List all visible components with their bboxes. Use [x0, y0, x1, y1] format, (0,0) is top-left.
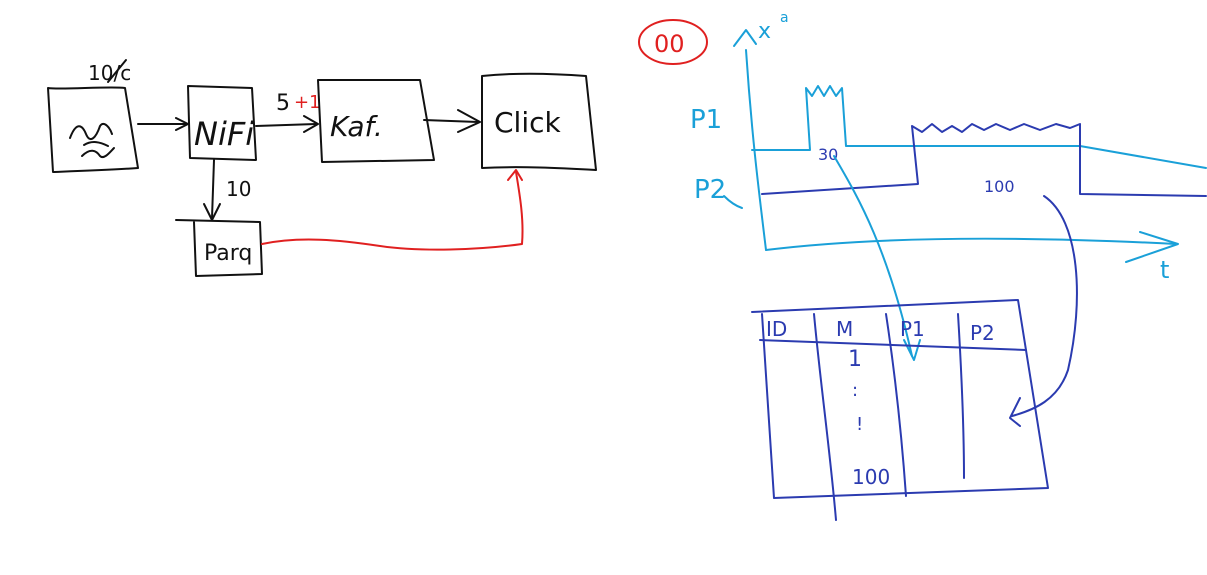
table-m-value-4: 100: [852, 465, 890, 489]
y-axis-label-sup: a: [780, 10, 789, 26]
table-m-value-1: 1: [848, 347, 862, 372]
nifi-box: [187, 85, 257, 161]
arrow-100-to-p2-head: [1009, 397, 1021, 427]
p2-label-tail: [723, 195, 743, 209]
nifi-parquet-rate: 10: [226, 177, 251, 201]
arrow-nifi-kafka: [255, 123, 317, 127]
y-axis-arrowhead: [733, 29, 757, 47]
arrow-30-to-p1-head: [903, 339, 921, 361]
x-axis: [765, 237, 1177, 251]
table-col-divider-3: [957, 313, 965, 479]
parquet-label: Parq: [204, 241, 252, 266]
table-m-value-2: :: [852, 380, 858, 401]
nifi-kafka-rate: 5: [276, 91, 290, 116]
arrow-100-to-p2: [1011, 195, 1078, 417]
arrow-kafka-click-head: [457, 109, 481, 133]
click-label: Click: [494, 106, 562, 139]
nifi-kafka-plus: +1: [294, 92, 321, 113]
source-wave-icon-3: [83, 141, 109, 147]
p2-signal-line: [761, 123, 1207, 197]
pipeline-diagram: 10/c NiFi 5 +1 Kaf. Click 10 Parq: [47, 59, 597, 277]
badge-circle: [638, 19, 708, 65]
source-rate-slash: [107, 59, 127, 83]
table-col-divider-2: [885, 313, 907, 497]
nifi-label: NiFi: [194, 115, 254, 153]
p1-signal-line: [751, 85, 1207, 169]
red-link-parquet-click: [261, 171, 524, 251]
parquet-box: [175, 219, 263, 277]
p1-label: P1: [690, 105, 722, 135]
x-axis-label: t: [1160, 256, 1169, 284]
arrow-nifi-kafka-head: [303, 115, 319, 133]
source-wave-icon-2: [81, 147, 115, 158]
table-frame: [751, 299, 1049, 499]
table-header-line: [759, 339, 1027, 351]
arrow-30-to-p1: [833, 155, 913, 357]
table-header-p2: P2: [970, 321, 995, 345]
red-link-parquet-click-head: [507, 169, 523, 181]
arrow-kafka-click: [423, 119, 479, 123]
x-axis-arrowhead: [1125, 231, 1179, 263]
y-axis-label: x: [758, 19, 771, 44]
partition-table: ID M P1 P2 1 : ! 100: [751, 299, 1049, 521]
kafka-box: [317, 79, 435, 163]
kafka-label: Kaf.: [330, 110, 383, 143]
table-col-divider-1: [813, 313, 837, 521]
timeline-diagram: 00 x a t P1 P2 30 100: [638, 10, 1207, 427]
arrow-source-nifi-head: [175, 117, 189, 131]
value-100-label: 100: [984, 177, 1015, 196]
click-box: [481, 72, 597, 171]
p2-label: P2: [694, 175, 726, 205]
table-header-p1: P1: [900, 317, 925, 341]
value-30-label: 30: [818, 145, 838, 164]
source-wave-icon: [69, 122, 113, 141]
table-m-value-3: !: [856, 414, 863, 435]
y-axis: [745, 49, 767, 251]
table-header-m: M: [836, 317, 853, 341]
source-box: [47, 86, 139, 173]
table-header-id: ID: [766, 317, 787, 341]
arrow-nifi-parquet: [211, 159, 215, 219]
badge-label: 00: [654, 30, 685, 58]
